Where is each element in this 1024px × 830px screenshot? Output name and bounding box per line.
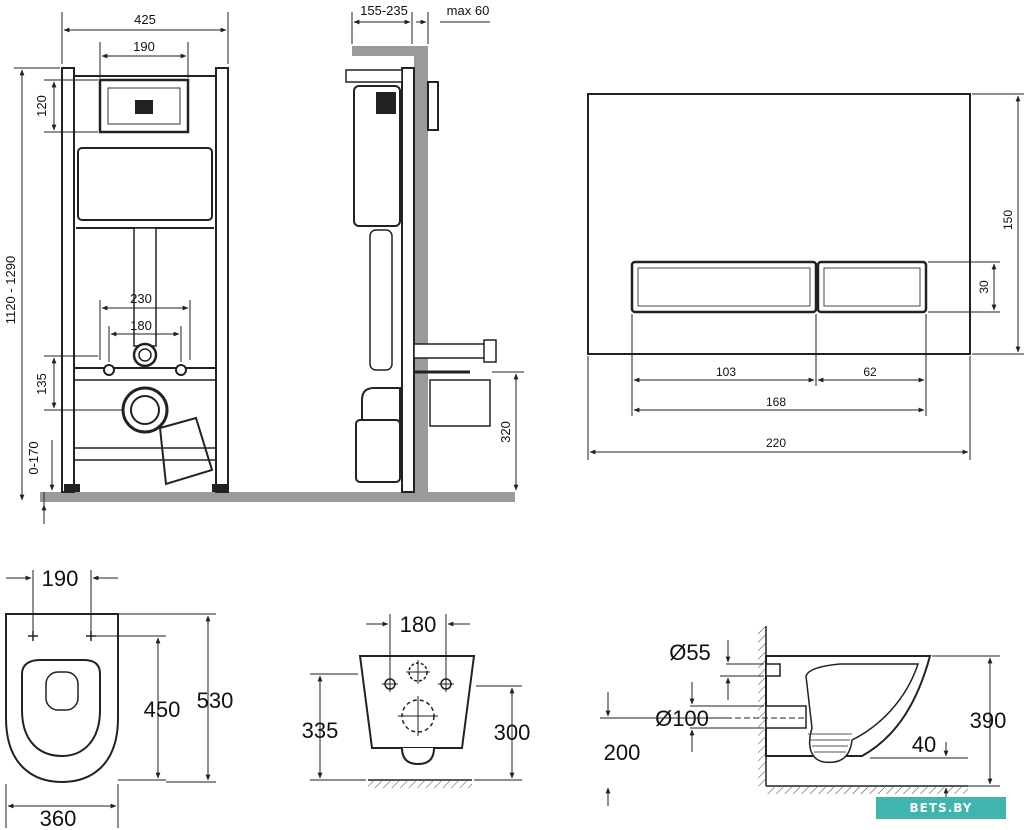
dim-plate-width: 220 — [766, 436, 786, 450]
dim-button-height: 30 — [977, 280, 991, 294]
dim-plate-height: 150 — [1001, 210, 1015, 230]
dim-outlet-height: 200 — [604, 740, 641, 765]
bowl-side-view: Ø55 Ø100 200 390 40 — [600, 626, 1006, 806]
bowl-inlet — [765, 663, 781, 677]
dim-wall-max: max 60 — [447, 3, 490, 18]
dim-bolt-inner: 180 — [130, 318, 152, 333]
dim-floor-range: 0-170 — [26, 441, 41, 474]
dim-front-height: 335 — [302, 718, 339, 743]
bolt-left — [103, 364, 115, 376]
dim-tank-spacing: 190 — [133, 39, 155, 54]
bowl-outlet — [765, 705, 807, 729]
dim-bowl-height: 390 — [970, 708, 1007, 733]
drain-outlet — [121, 386, 169, 434]
side-cistern — [353, 85, 401, 227]
inlet-fitting — [132, 342, 158, 368]
wall — [414, 46, 428, 492]
flush-plate — [587, 93, 971, 355]
flush-button-small — [816, 260, 928, 314]
dim-front-hole-spacing: 180 — [400, 612, 437, 637]
dim-bowl-length: 530 — [197, 688, 234, 713]
side-inlet-pipe — [413, 343, 491, 359]
bolt-right — [175, 364, 187, 376]
frame-side-view: 155-235 max 60 320 — [345, 3, 524, 493]
dim-top-offset: 120 — [34, 95, 49, 117]
dim-front-rim-height: 300 — [494, 720, 531, 745]
dim-bowl-width: 360 — [40, 806, 77, 830]
dim-bolt-outer: 230 — [130, 291, 152, 306]
side-post — [401, 67, 415, 493]
cistern — [77, 147, 213, 221]
frame-front-view: 425 190 1120 - 1290 120 230 180 135 0 — [3, 12, 515, 524]
dim-drain-height: 320 — [498, 421, 513, 443]
bowl-front-view: 180 335 300 — [302, 612, 531, 788]
drain-elbow — [158, 416, 214, 486]
dim-depth-range: 155-235 — [360, 3, 408, 18]
bowl-water — [808, 733, 852, 753]
dim-bowl-inner-length: 450 — [144, 697, 181, 722]
dim-frame-width: 425 — [134, 12, 156, 27]
dim-water-depth: 40 — [912, 732, 936, 757]
flush-button-large — [630, 260, 818, 314]
dim-right-button: 62 — [863, 365, 877, 379]
bowl-outline-front — [358, 655, 476, 749]
dim-drain-offset: 135 — [34, 373, 49, 395]
flush-plate-view: 150 30 103 62 168 220 — [587, 93, 1024, 460]
floor — [40, 492, 515, 502]
frame-right-post — [215, 67, 229, 493]
dim-frame-height: 1120 - 1290 — [3, 256, 18, 324]
dim-inlet-diameter: Ø55 — [669, 640, 711, 665]
side-drain-connector — [429, 379, 491, 427]
watermark-logo: BETS.BY — [876, 797, 1006, 819]
bowl-top-view: 190 450 530 360 — [5, 566, 234, 830]
dim-left-button: 103 — [716, 365, 736, 379]
dim-buttons-total: 168 — [766, 395, 786, 409]
wall-actuator — [427, 81, 439, 131]
dim-bowl-hole-spacing: 190 — [42, 566, 79, 591]
